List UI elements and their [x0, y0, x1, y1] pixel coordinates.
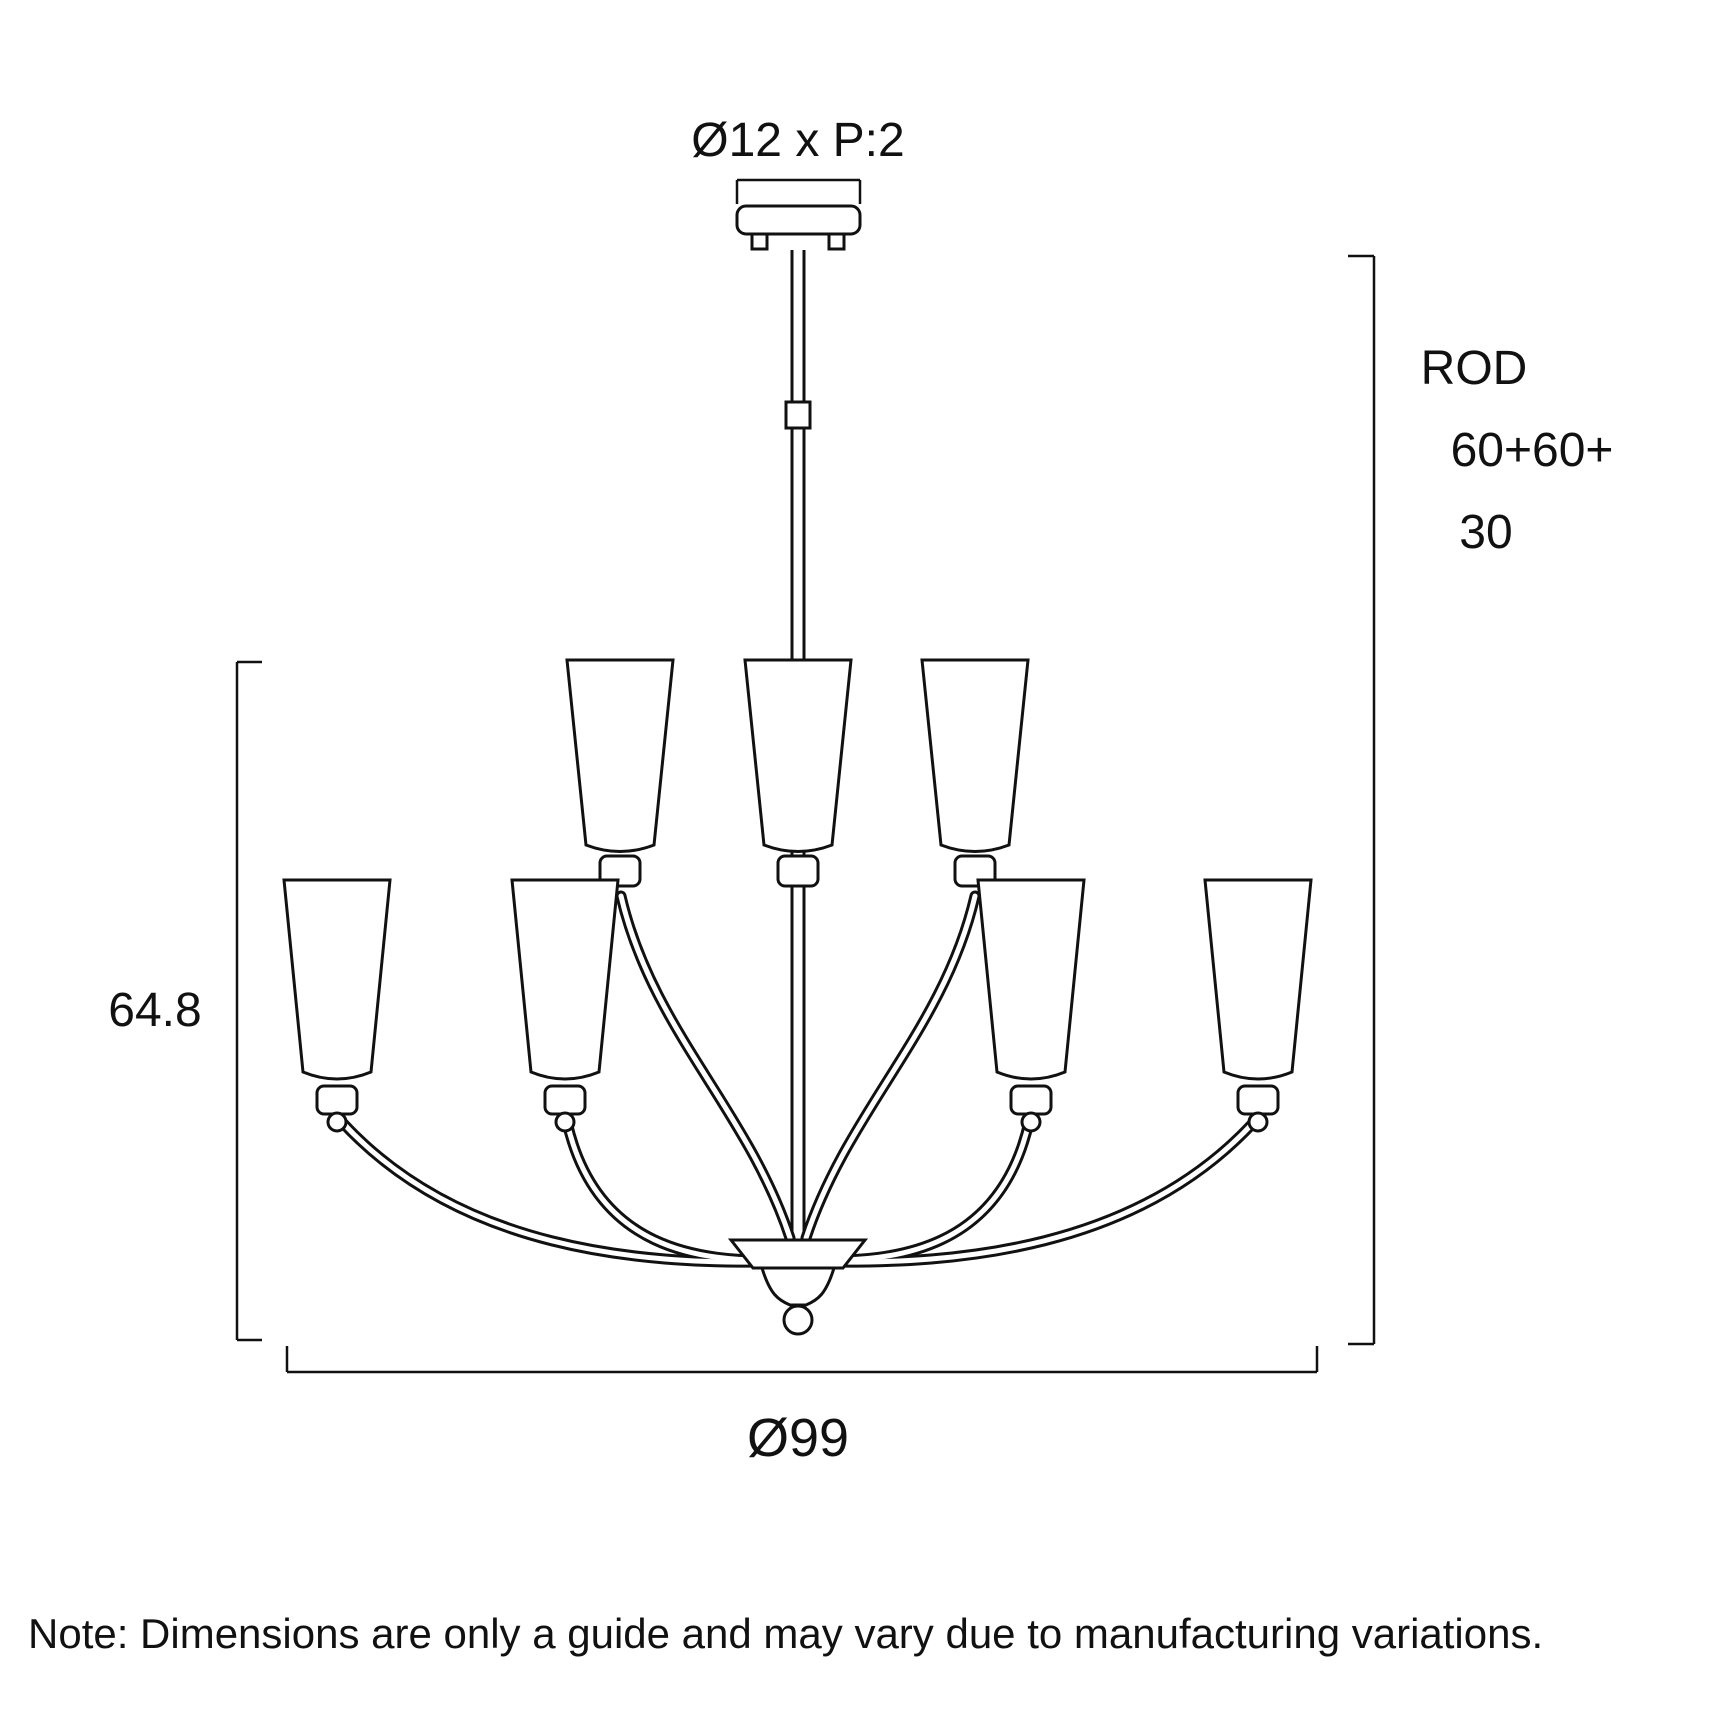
ceiling-canopy — [735, 204, 862, 251]
shade-cup-bottom-inner-left — [543, 1084, 587, 1116]
arm-bottom-outer-right-core — [823, 1119, 1257, 1265]
hub-and-finial — [727, 1238, 869, 1336]
shade-knob-bottom-outer-left — [326, 1111, 348, 1133]
finial-ball — [782, 1304, 814, 1336]
shade-cup-bottom-outer-left — [315, 1084, 359, 1116]
shade-knob-bottom-inner-left — [554, 1111, 576, 1133]
canopy-screw-left — [750, 232, 769, 251]
dimension-lines — [235, 178, 1376, 1374]
lamp-shade-top-left — [565, 658, 675, 853]
chandelier-arms — [336, 890, 1260, 1268]
shade-knob-bottom-inner-right — [1020, 1111, 1042, 1133]
finial-bell — [759, 1266, 837, 1307]
rod-coupling — [784, 400, 812, 430]
shade-cup-bottom-inner-right — [1009, 1084, 1053, 1116]
lamp-shade-bottom-inner-left — [510, 878, 620, 1081]
dim-canopy — [735, 178, 862, 204]
rod-value-line1: 60+60+ — [1451, 424, 1614, 477]
arm-top-left-core — [618, 893, 793, 1241]
arm-top-left — [615, 890, 796, 1244]
arm-top-right — [800, 890, 981, 1244]
rod-label: ROD — [1421, 342, 1528, 395]
arm-top-right-core — [803, 893, 978, 1241]
fixture-diameter-label: Ø99 — [747, 1408, 849, 1468]
top-tier-shades — [565, 658, 1030, 888]
dim-diameter — [285, 1346, 1319, 1374]
lamp-shade-top-right — [920, 658, 1030, 853]
bottom-tier-shades — [282, 878, 1313, 1133]
canopy-screw-right — [827, 232, 846, 251]
lamp-shade-bottom-outer-left — [282, 878, 392, 1081]
canopy-dimension-label: Ø12 x P:2 — [691, 114, 904, 167]
shade-knob-bottom-outer-right — [1247, 1111, 1269, 1133]
rod-value-line2: 30 — [1459, 506, 1512, 559]
arm-bottom-outer-left-core — [339, 1119, 773, 1265]
shade-cup-top-center — [776, 854, 820, 888]
fixture-height-label: 64.8 — [108, 984, 201, 1037]
lamp-shade-top-center — [743, 658, 853, 853]
canopy-plate — [735, 204, 862, 236]
shade-cup-bottom-outer-right — [1236, 1084, 1280, 1116]
dim-height — [235, 660, 262, 1342]
disclaimer-note: Note: Dimensions are only a guide and ma… — [28, 1610, 1543, 1657]
hub-plate — [727, 1238, 869, 1270]
dim-rod — [1348, 254, 1376, 1346]
lamp-shade-bottom-outer-right — [1203, 878, 1313, 1081]
lamp-shade-bottom-inner-right — [976, 878, 1086, 1081]
